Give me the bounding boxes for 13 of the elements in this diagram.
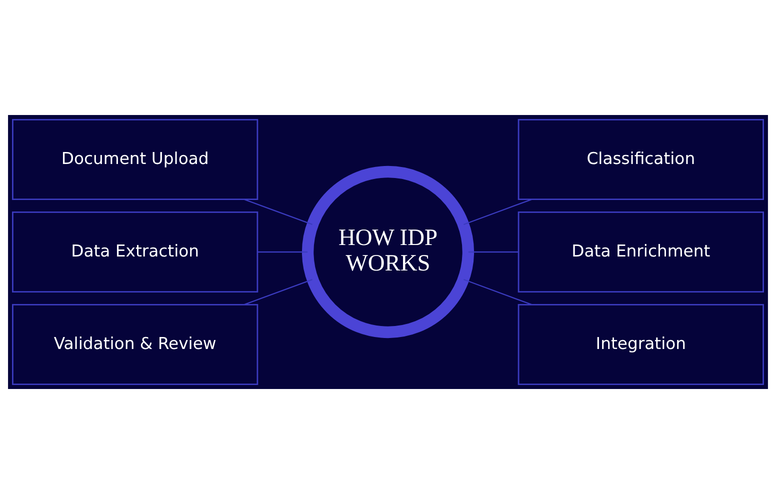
- node-circle: HOW IDP WORKS: [302, 166, 474, 338]
- node-box: Data Enrichment: [518, 211, 764, 293]
- connector: [468, 251, 518, 253]
- node-box: Integration: [518, 304, 764, 386]
- connector: [463, 278, 532, 306]
- connector: [463, 198, 532, 226]
- connector: [244, 198, 312, 226]
- connector: [244, 278, 312, 306]
- node-box: Document Upload: [12, 118, 258, 200]
- connector: [258, 251, 308, 253]
- node-box: Validation & Review: [12, 304, 258, 386]
- node-box: Data Extraction: [12, 211, 258, 293]
- node-box: Classification: [518, 118, 764, 200]
